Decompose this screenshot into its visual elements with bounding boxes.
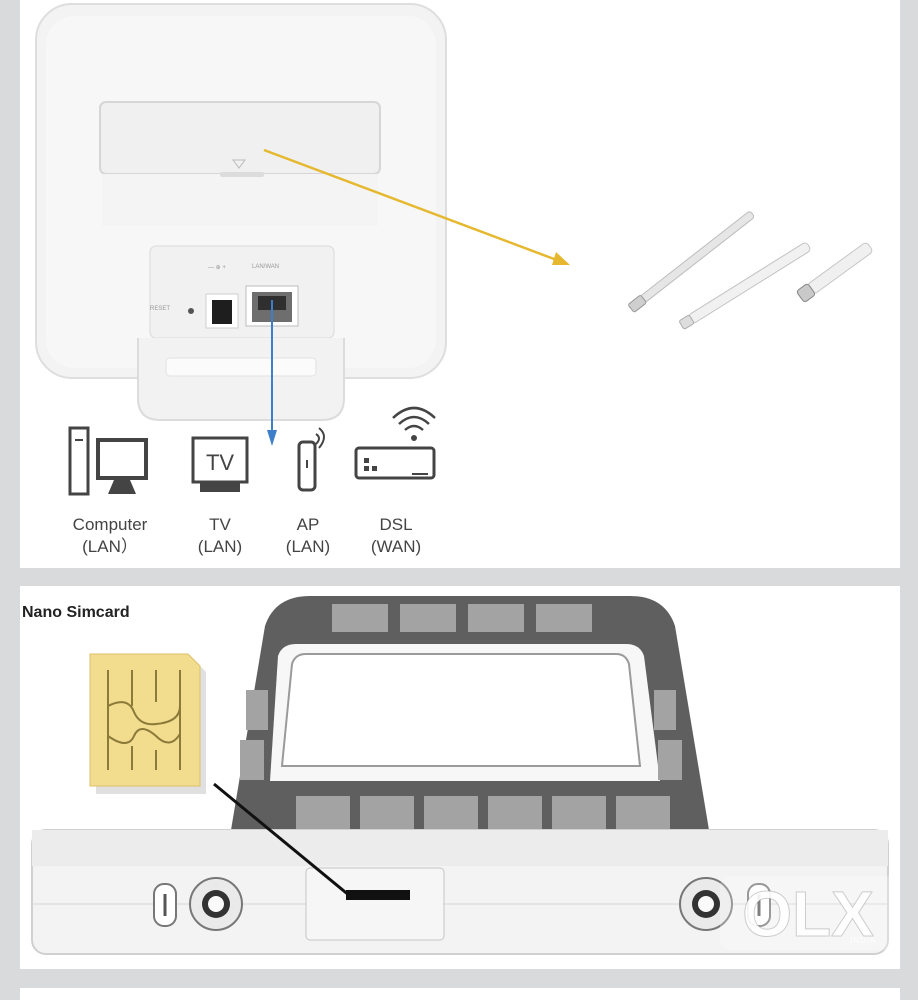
device-label-ap: AP(LAN): [285, 515, 331, 556]
device-label-tv: TV(LAN): [197, 515, 243, 556]
device-label-dsl: DSL(WAN): [370, 515, 422, 556]
router-bottom-panel-image: Nano Simcard OLX INDIA: [20, 586, 900, 969]
reset-port-label: RESET: [150, 306, 171, 312]
tv-icon: TV: [191, 436, 249, 492]
router-back-illustration: TV: [35, 3, 873, 496]
dsl-modem-icon: [354, 406, 436, 480]
nano-sim-card: [89, 653, 206, 794]
nano-simcard-label: Nano Simcard: [22, 604, 130, 621]
next-image-strip: [20, 988, 900, 1000]
device-label-computer: Computer(LAN）: [72, 515, 148, 556]
router-bottom-illustration: [31, 596, 889, 955]
olx-watermark-logo: OLX: [720, 876, 896, 951]
access-point-icon: [297, 427, 325, 492]
lan-wan-port-label: LAN/WAN: [252, 264, 280, 270]
tv-icon-text: TV: [206, 450, 234, 475]
router-back-panel-image: TV RESET — ⊕ + LAN/WAN Computer(LAN） TV(…: [20, 0, 900, 568]
olx-watermark-brand: OLX: [742, 878, 874, 950]
computer-icon: [68, 426, 148, 496]
power-port-label: — ⊕ +: [208, 265, 226, 271]
olx-watermark-region: INDIA: [850, 936, 877, 945]
